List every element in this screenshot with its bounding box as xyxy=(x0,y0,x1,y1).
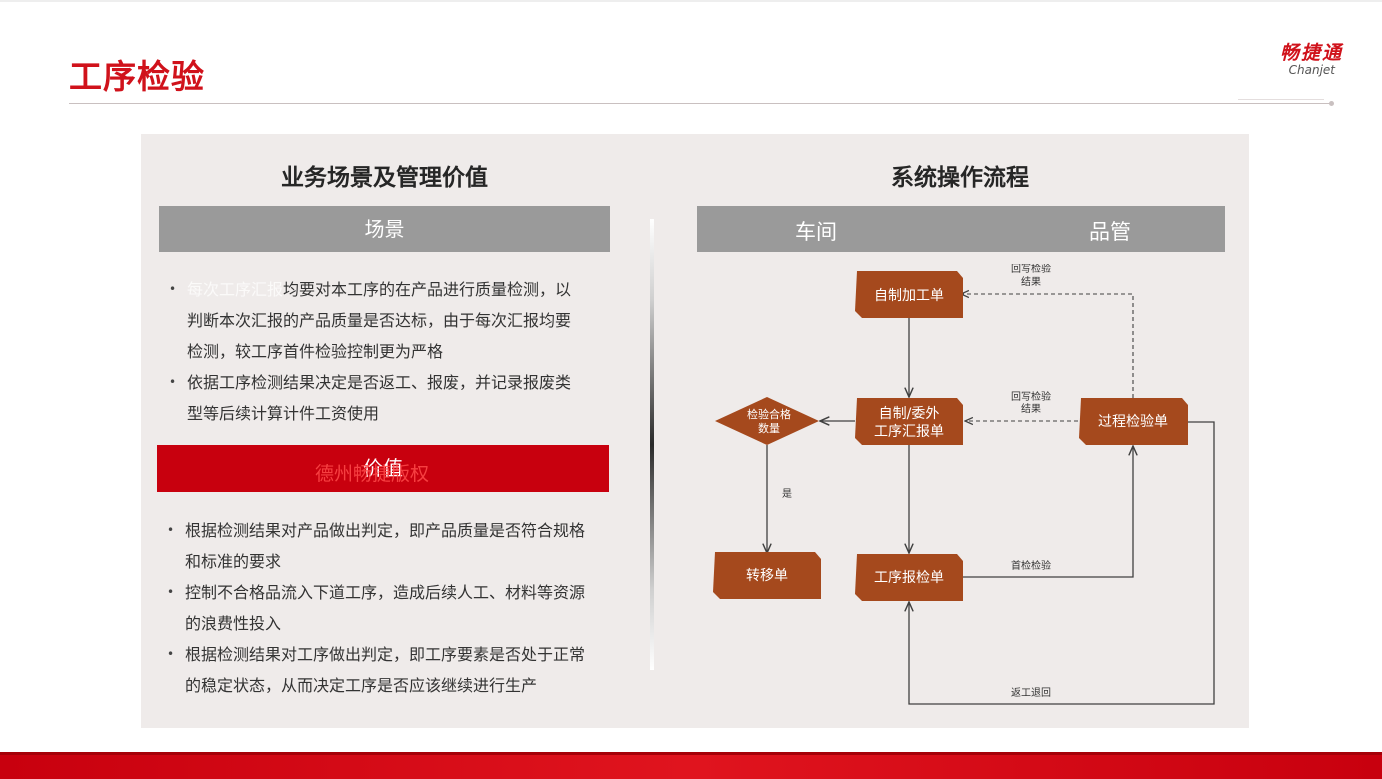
edge-label: 回写检验 xyxy=(1011,390,1051,403)
title-divider xyxy=(69,103,1331,104)
top-shade xyxy=(0,0,1382,2)
edge-label: 结果 xyxy=(1021,402,1041,415)
lane-header: 车间 品管 xyxy=(697,206,1225,252)
decision-qualified-qty: 检验合格 数量 xyxy=(715,397,819,445)
process-flow-diagram: 回写检验 结果 回写检验 结果 首检检验 是 返工退回 自制加工单 自制/委外 … xyxy=(713,264,1215,705)
value-list: 根据检测结果对产品做出判定，即产品质量是否符合规格和标准的要求 控制不合格品流入… xyxy=(163,515,588,701)
content-panel: 业务场景及管理价值 系统操作流程 场景 每次工序汇报均要对本工序的在产品进行质量… xyxy=(141,134,1249,728)
list-item: 根据检测结果对工序做出判定，即工序要素是否处于正常的稳定状态，从而决定工序是否应… xyxy=(163,639,588,701)
list-item: 根据检测结果对产品做出判定，即产品质量是否符合规格和标准的要求 xyxy=(163,515,588,577)
edge-label: 是 xyxy=(782,488,792,500)
svg-text:转移单: 转移单 xyxy=(746,568,788,584)
lane-workshop: 车间 xyxy=(795,220,837,244)
node-process-inspection: 过程检验单 xyxy=(1079,398,1188,445)
list-item: 依据工序检测结果决定是否返工、报废，并记录报废类型等后续计算计件工资使用 xyxy=(165,367,585,429)
scene-list: 每次工序汇报均要对本工序的在产品进行质量检测，以判断本次汇报的产品质量是否达标，… xyxy=(165,274,585,429)
value-header: 价值 xyxy=(157,445,609,492)
node-work-order: 自制加工单 xyxy=(855,271,963,318)
vertical-divider xyxy=(650,219,654,670)
svg-text:自制/委外: 自制/委外 xyxy=(879,406,940,422)
edge-label: 结果 xyxy=(1021,275,1041,288)
svg-text:检验合格: 检验合格 xyxy=(747,407,791,421)
chanjet-logo: 畅捷通 Chanjet xyxy=(1243,42,1343,77)
title-divider-dot xyxy=(1329,101,1334,106)
edge-n4-n3-rework xyxy=(909,421,1215,705)
list-item-text: 依据工序检测结果决定是否返工、报废，并记录报废类型等后续计算计件工资使用 xyxy=(187,373,572,423)
svg-text:过程检验单: 过程检验单 xyxy=(1098,414,1168,430)
svg-text:工序汇报单: 工序汇报单 xyxy=(874,424,944,440)
node-inspection-request: 工序报检单 xyxy=(855,554,963,601)
logo-cn-text: 畅捷通 xyxy=(1279,42,1343,64)
edge-label: 回写检验 xyxy=(1011,264,1051,275)
svg-text:自制加工单: 自制加工单 xyxy=(874,288,944,304)
node-transfer: 转移单 xyxy=(713,552,821,599)
node-process-report: 自制/委外 工序汇报单 xyxy=(855,398,963,445)
bottom-band-shade xyxy=(0,752,1382,755)
lane-quality: 品管 xyxy=(1089,220,1131,244)
logo-en-text: Chanjet xyxy=(1288,63,1335,77)
list-item-text: 均要对本工序的在产品进行质量检测，以判断本次汇报的产品质量是否达标，由于每次汇报… xyxy=(187,280,572,361)
svg-text:数量: 数量 xyxy=(758,422,780,435)
edge-n4-n1 xyxy=(961,294,1134,398)
edge-n3-n4 xyxy=(963,446,1133,578)
list-item: 控制不合格品流入下道工序，造成后续人工、材料等资源的浪费性投入 xyxy=(163,577,588,639)
bottom-red-band xyxy=(0,752,1382,779)
left-heading: 业务场景及管理价值 xyxy=(281,165,488,191)
faded-text: 每次工序汇报 xyxy=(187,280,284,299)
edge-label: 首检检验 xyxy=(1011,559,1051,572)
logo-underline xyxy=(1238,99,1324,100)
svg-text:工序报检单: 工序报检单 xyxy=(874,570,944,586)
list-item: 每次工序汇报均要对本工序的在产品进行质量检测，以判断本次汇报的产品质量是否达标，… xyxy=(165,274,585,367)
edge-label: 返工退回 xyxy=(1011,687,1051,699)
right-heading: 系统操作流程 xyxy=(891,165,1029,191)
scene-header: 场景 xyxy=(159,206,610,252)
page-title: 工序检验 xyxy=(69,57,205,96)
